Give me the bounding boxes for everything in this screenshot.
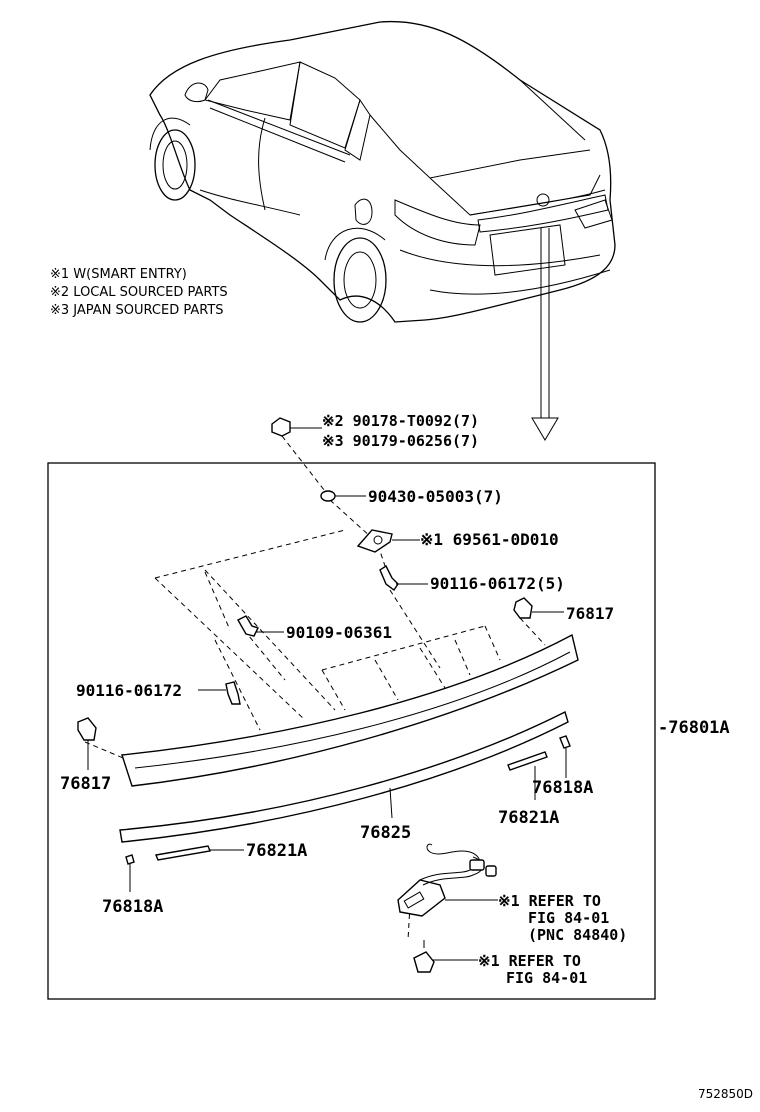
switch-part	[356, 529, 420, 553]
end-cap-right	[559, 735, 571, 778]
pointer-arrow	[531, 228, 559, 441]
note-local-sourced: ※2 LOCAL SOURCED PARTS	[50, 285, 228, 300]
callout-tape-right: 76821A	[498, 808, 559, 828]
molding	[119, 710, 569, 843]
figure-id: 752850D	[698, 1087, 753, 1101]
clip-right	[513, 597, 564, 619]
callout-switch: ※1 69561-0D010	[420, 530, 559, 549]
note-smart-entry: ※1 W(SMART ENTRY)	[50, 267, 187, 282]
callout-washer: 90430-05003(7)	[368, 487, 503, 506]
end-cap-left	[125, 854, 135, 892]
tape-left	[155, 845, 244, 861]
alignment-lines	[84, 435, 546, 941]
bolt-upper-left	[237, 615, 284, 637]
clip-left	[77, 717, 97, 770]
note-japan-sourced: ※3 JAPAN SOURCED PARTS	[50, 303, 224, 318]
legend-notes: ※1 W(SMART ENTRY) ※2 LOCAL SOURCED PARTS…	[50, 267, 228, 318]
assembly-frame	[47, 462, 656, 1000]
callout-end-cap-left: 76818A	[102, 897, 163, 917]
car-illustration	[149, 20, 616, 323]
callout-clip-left: 76817	[60, 774, 111, 794]
bulb-screw	[413, 940, 478, 973]
callout-bulb-ref-2: FIG 84-01	[506, 969, 587, 987]
callout-molding: 76825	[360, 823, 411, 843]
washer	[320, 490, 366, 502]
license-lamp	[397, 843, 498, 917]
screw-center	[379, 564, 428, 592]
callout-bulb-ref-1: ※1 REFER TO	[478, 952, 581, 970]
screw-left	[198, 681, 241, 705]
callout-lamp-ref-2: FIG 84-01	[528, 909, 609, 927]
callout-end-cap-right: 76818A	[532, 778, 593, 798]
callout-lamp-ref-3: (PNC 84840)	[528, 926, 627, 944]
callout-clip-right: 76817	[566, 604, 614, 623]
callout-assembly: -76801A	[658, 718, 730, 738]
garnish-bar	[121, 633, 579, 787]
callout-nut-local: ※2 90178-T0092(7)	[322, 412, 479, 430]
nut-top	[271, 417, 322, 437]
callout-tape-left: 76821A	[246, 841, 307, 861]
callout-bolt-upper-left: 90109-06361	[286, 623, 392, 642]
callout-screw-center: 90116-06172(5)	[430, 574, 565, 593]
tape-right	[507, 751, 548, 800]
callout-screw-left: 90116-06172	[76, 681, 182, 700]
callout-nut-japan: ※3 90179-06256(7)	[322, 432, 479, 450]
callout-lamp-ref-1: ※1 REFER TO	[498, 892, 601, 910]
